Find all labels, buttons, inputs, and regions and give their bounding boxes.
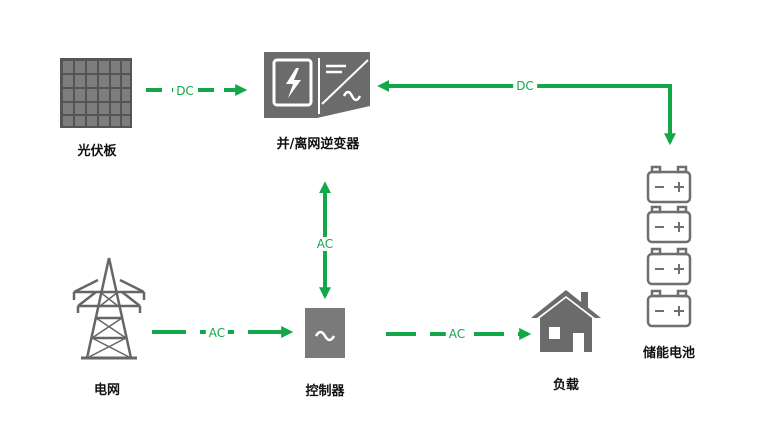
controller-label: 控制器 bbox=[305, 384, 345, 399]
flow-label-inverter-controller: AC bbox=[313, 237, 337, 251]
battery-label: 储能电池 bbox=[642, 346, 696, 361]
solar-panel-icon bbox=[60, 58, 132, 128]
arrow-inverter-battery bbox=[377, 80, 676, 146]
flow-label-solar-to-inverter: DC bbox=[173, 84, 197, 98]
flow-label-grid-to-controller: AC bbox=[205, 326, 229, 340]
inverter-label: 并/离网逆变器 bbox=[276, 137, 360, 152]
transmission-tower-icon bbox=[72, 257, 146, 360]
flow-label-controller-to-load: AC bbox=[445, 327, 469, 341]
solar-panel-label: 光伏板 bbox=[77, 144, 117, 159]
flow-arrows bbox=[146, 80, 676, 340]
battery-stack-icon bbox=[646, 165, 692, 328]
grid-label: 电网 bbox=[93, 383, 121, 398]
inverter-icon bbox=[264, 52, 370, 118]
flow-label-battery-inverter: DC bbox=[513, 79, 537, 93]
load-label: 负载 bbox=[552, 378, 580, 393]
house-icon bbox=[531, 290, 601, 352]
controller-icon bbox=[305, 308, 345, 358]
